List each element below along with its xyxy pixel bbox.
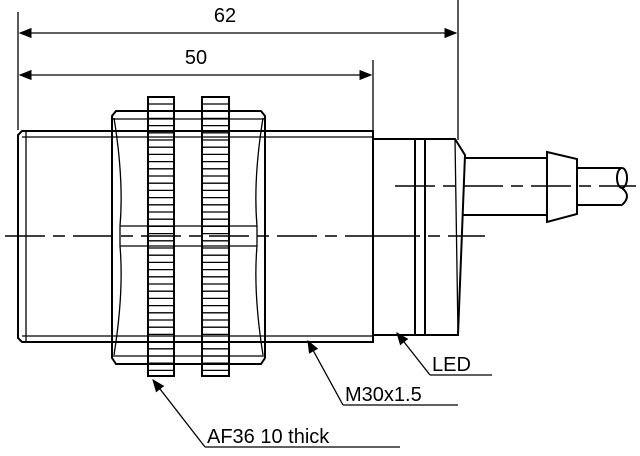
led-label: LED <box>432 354 471 376</box>
led-callout: LED <box>396 331 492 376</box>
led-housing <box>372 138 467 336</box>
cable <box>463 150 628 224</box>
threaded-body <box>17 130 374 343</box>
nut-label: AF36 10 thick <box>207 426 330 448</box>
dimension-62: 62 <box>17 0 459 140</box>
dimension-50: 50 <box>18 47 374 130</box>
nut-callout: AF36 10 thick <box>152 378 400 448</box>
thread-label: M30x1.5 <box>345 384 422 406</box>
dimension-62-label: 62 <box>214 5 236 27</box>
dimension-50-label: 50 <box>185 47 207 69</box>
hex-nut <box>111 110 266 365</box>
thread-callout: M30x1.5 <box>307 339 458 406</box>
